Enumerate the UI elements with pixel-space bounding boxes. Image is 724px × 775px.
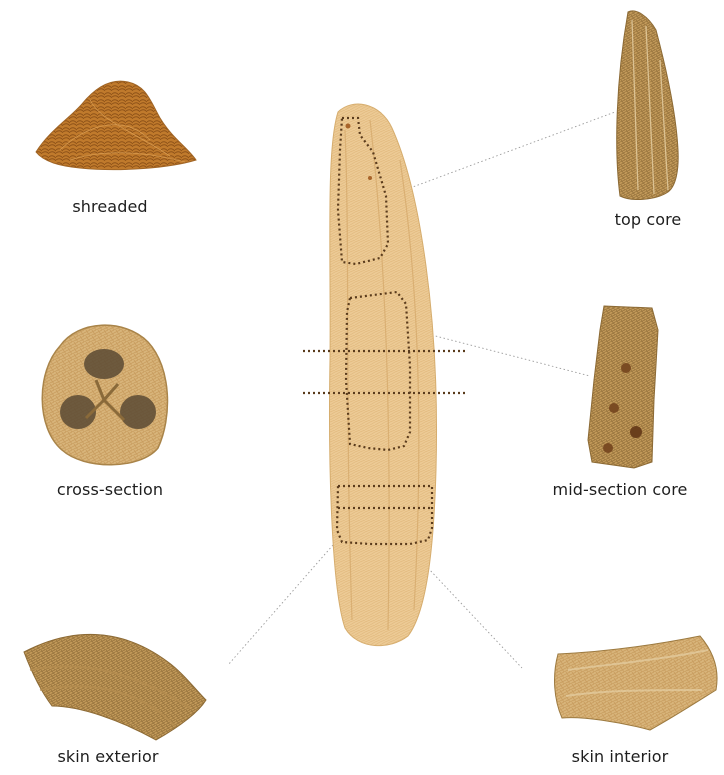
label-top-core: top core [615, 210, 682, 229]
shredded-fiber-image [36, 81, 196, 169]
leader-line-skin-interior [428, 568, 522, 668]
leader-line-mid-core [428, 334, 590, 376]
label-cross-section: cross-section [57, 480, 163, 499]
skin-exterior-image [24, 634, 206, 740]
leader-line-top-core [410, 112, 615, 188]
top-core-image [617, 11, 678, 200]
skin-interior-image [555, 636, 718, 730]
label-skin-interior: skin interior [572, 747, 669, 766]
cross-section-image [42, 325, 167, 465]
mid-section-core-image [588, 306, 658, 468]
label-skin-exterior: skin exterior [57, 747, 158, 766]
leader-line-skin-exterior [228, 545, 333, 665]
label-mid-section-core: mid-section core [553, 480, 688, 499]
label-shredded: shreaded [72, 197, 147, 216]
